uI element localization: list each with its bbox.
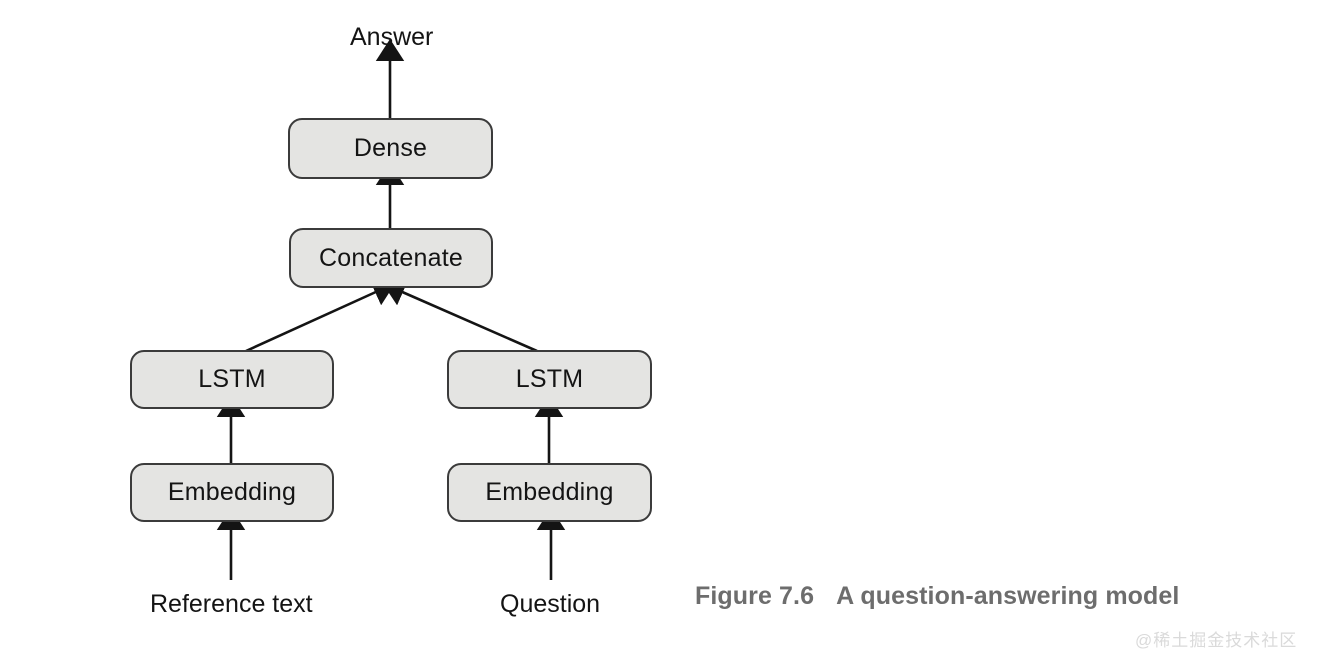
layer-node-lstm-right[interactable]: LSTM xyxy=(447,350,652,409)
layer-node-lstm-left[interactable]: LSTM xyxy=(130,350,334,409)
layer-node-concatenate[interactable]: Concatenate xyxy=(289,228,493,288)
figure-caption-title: A question-answering model xyxy=(836,582,1180,610)
layer-node-embedding-left[interactable]: Embedding xyxy=(130,463,334,522)
input-label-reference-text: Reference text xyxy=(150,590,313,618)
layer-node-embedding-right[interactable]: Embedding xyxy=(447,463,652,522)
figure-caption: Figure 7.6 A question-answering model xyxy=(695,582,1179,611)
input-label-question: Question xyxy=(500,590,601,618)
arrow-lstm-left-to-concatenate xyxy=(245,279,396,353)
layer-node-dense[interactable]: Dense xyxy=(288,118,493,179)
watermark: @稀土掘金技术社区 xyxy=(1135,631,1298,650)
arrow-lstm-right-to-concatenate xyxy=(382,279,538,353)
output-label-answer: Answer xyxy=(350,23,434,51)
figure-caption-number: Figure 7.6 xyxy=(695,582,815,610)
